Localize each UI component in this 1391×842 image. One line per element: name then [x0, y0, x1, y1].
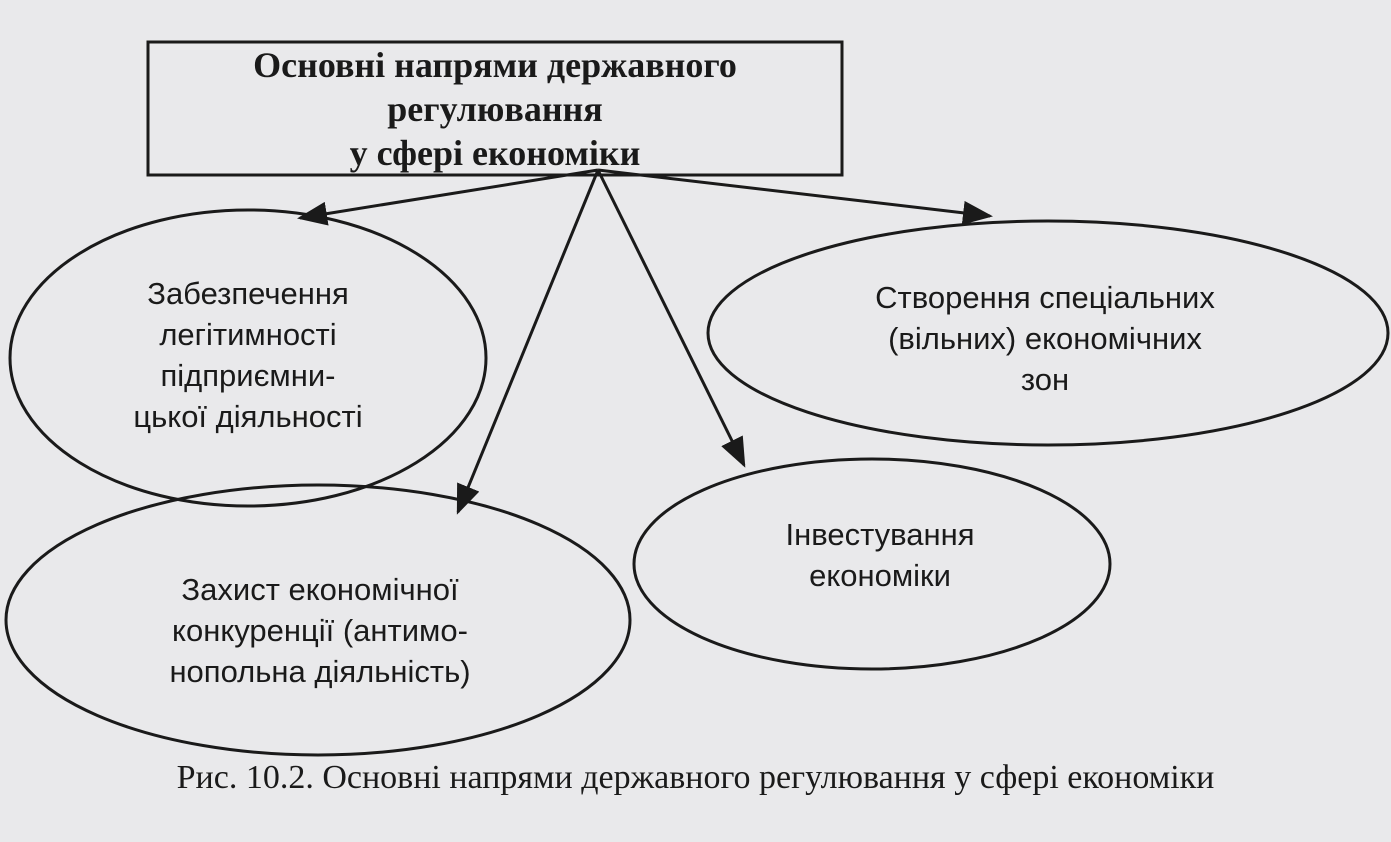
node-legitimacy-line: легітимності	[159, 317, 337, 352]
figure-caption: Рис. 10.2. Основні напрями державного ре…	[176, 759, 1215, 796]
node-legitimacy-line: цької діяльності	[133, 399, 363, 434]
node-zones-line: Створення спеціальних	[875, 279, 1215, 315]
arrow-to-legitimacy	[297, 168, 599, 226]
node-legitimacy-ellipse	[8, 208, 488, 508]
node-competition-line: конкуренції (антимо-	[172, 612, 468, 648]
node-zones-line: (вільних) економічних	[888, 320, 1202, 356]
node-zones-label: Створення спеціальних (вільних) економіч…	[780, 268, 1310, 408]
node-zones-ellipse	[706, 219, 1390, 447]
node-competition-ellipse	[4, 483, 632, 757]
node-zones-line: зон	[1020, 361, 1070, 397]
node-legitimacy-label: Забезпечення легітимності підприємни- ць…	[38, 260, 458, 450]
node-investment-line: Інвестування	[785, 517, 975, 552]
node-investment-ellipse	[632, 457, 1112, 671]
root-title-line1: Основні напрями державного регулювання	[253, 44, 737, 129]
root-title: Основні напрями державного регулювання у…	[148, 42, 842, 175]
arrow-to-competition	[456, 169, 600, 515]
root-title-line2: у сфері економіки	[349, 132, 641, 173]
node-legitimacy-line: підприємни-	[160, 358, 336, 393]
arrow-to-zones	[597, 168, 993, 225]
node-competition-line: нопольна діяльність)	[169, 653, 471, 689]
node-investment-line: економіки	[809, 558, 951, 593]
root-box	[146, 40, 844, 177]
node-competition-line: Захист економічної	[181, 571, 459, 607]
arrow-to-investment	[596, 169, 746, 468]
node-legitimacy-line: Забезпечення	[147, 276, 349, 311]
node-competition-label: Захист економічної конкуренції (антимо- …	[90, 560, 550, 700]
node-investment-label: Інвестування економіки	[700, 510, 1060, 600]
